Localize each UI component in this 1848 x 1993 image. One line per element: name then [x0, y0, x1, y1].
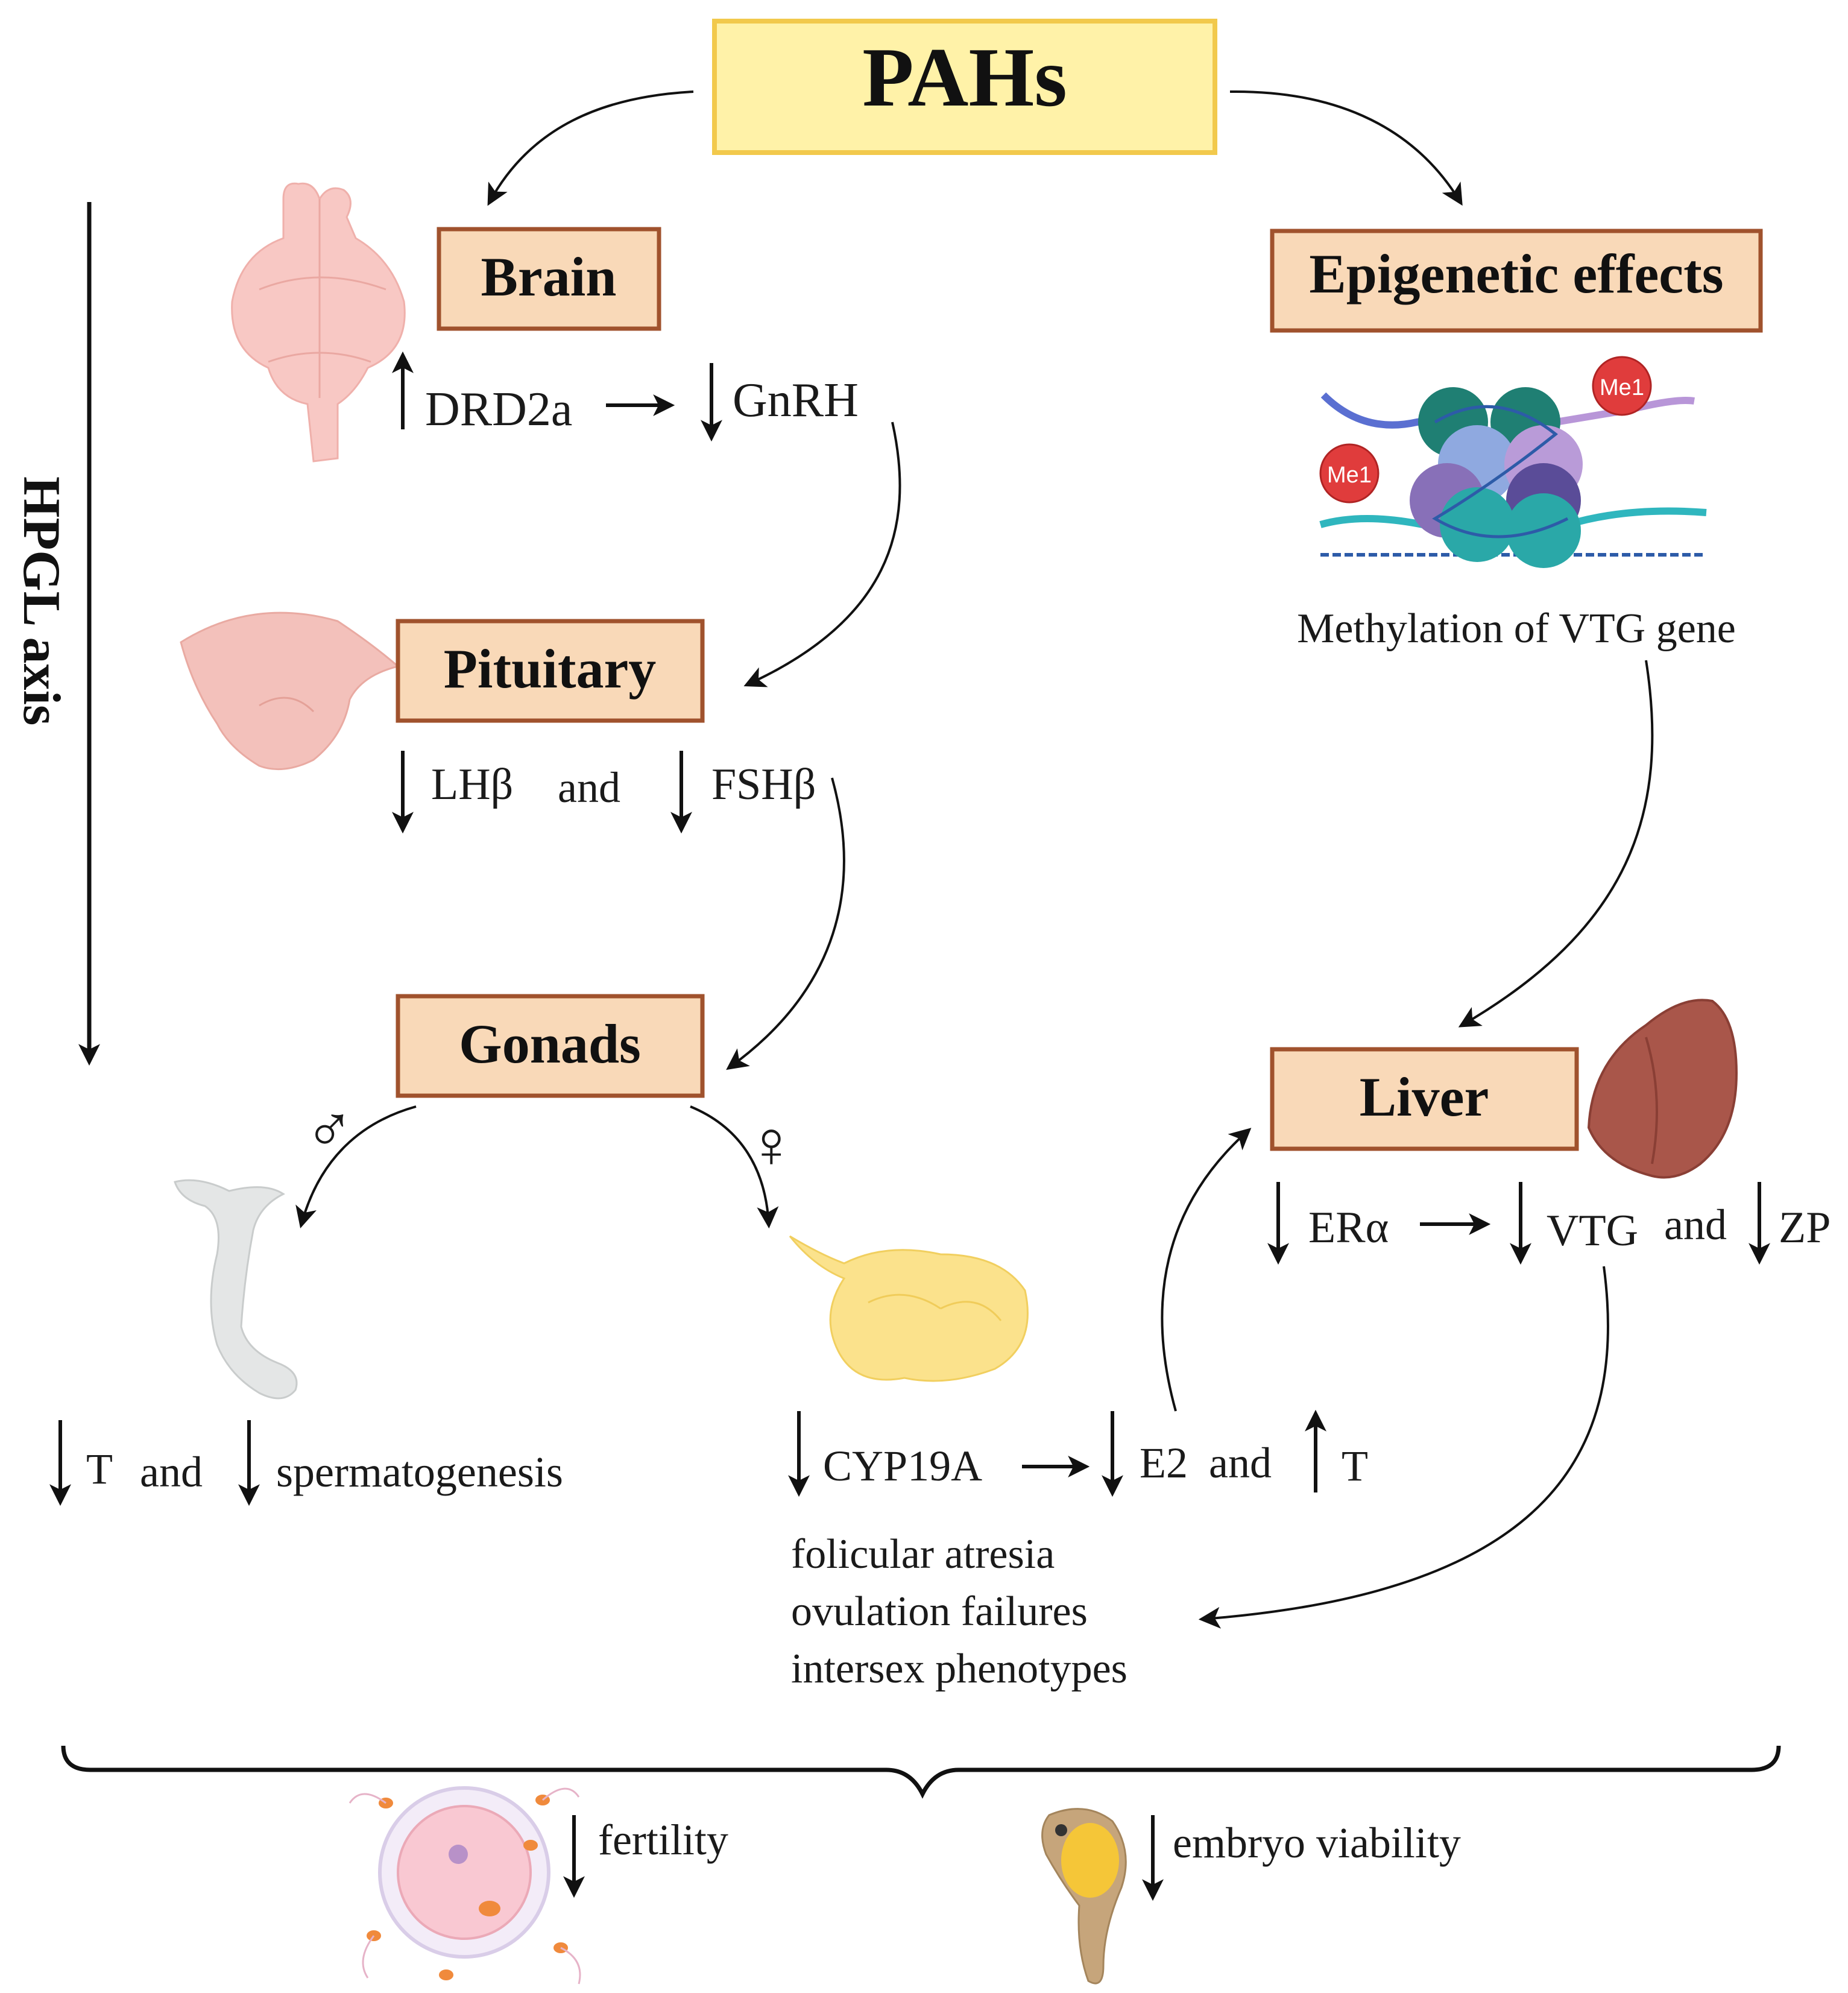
bottom-brace	[61, 1745, 1781, 1799]
brain-label: Brain	[481, 246, 617, 308]
liver-icon	[1587, 999, 1738, 1179]
methyl-tag-right: Me1	[1592, 356, 1652, 416]
female-and: and	[1209, 1439, 1272, 1487]
arrow-e2-liver	[1161, 1128, 1252, 1412]
brain-box: Brain	[437, 227, 661, 331]
epigenetic-box: Epigenetic effects	[1270, 229, 1763, 333]
e2-label: E2	[1140, 1439, 1188, 1487]
brain-icon	[231, 182, 406, 463]
effect-intersex-phenotypes: intersex phenotypes	[791, 1646, 1127, 1692]
gnrh-label: GnRH	[733, 374, 859, 427]
testis-icon	[174, 1179, 298, 1400]
vtg-label: VTG	[1547, 1206, 1638, 1255]
pituitary-and: and	[558, 763, 620, 812]
effect-folicular-atresia: folicular atresia	[791, 1531, 1055, 1578]
liver-and: and	[1664, 1201, 1727, 1249]
pahs-box: PAHs	[712, 19, 1217, 155]
cyp19a-label: CYP19A	[823, 1442, 982, 1490]
liver-label: Liver	[1360, 1066, 1489, 1128]
era-label: ERα	[1308, 1203, 1389, 1252]
spermatogenesis-label: spermatogenesis	[276, 1448, 563, 1496]
arrow-gonads-testis	[295, 1105, 417, 1228]
pituitary-icon	[180, 611, 400, 771]
gonads-label: Gonads	[459, 1013, 641, 1075]
drd2a-label: DRD2a	[425, 383, 572, 436]
female-t-label: T	[1342, 1442, 1368, 1490]
arrow-gonads-ovary	[690, 1105, 779, 1229]
arrow-epigenetic-liver	[1458, 660, 1654, 1028]
lh-label: LHβ	[431, 760, 513, 809]
pituitary-label: Pituitary	[444, 638, 657, 700]
nucleosome-icon	[1319, 387, 1707, 568]
gonads-box: Gonads	[396, 994, 705, 1098]
embryo-viability-label: embryo viability	[1173, 1819, 1461, 1867]
methyl-tag-left: Me1	[1319, 443, 1380, 504]
fertility-label: fertility	[598, 1816, 728, 1864]
female-symbol: ♀	[746, 1108, 796, 1181]
arrow-gnrh-pituitary	[743, 422, 901, 687]
pituitary-box: Pituitary	[396, 619, 705, 723]
methyl-tag-right-label: Me1	[1600, 375, 1644, 400]
egg-sperm-icon	[348, 1786, 581, 1985]
fsh-label: FSHβ	[711, 760, 816, 809]
liver-box: Liver	[1270, 1047, 1579, 1151]
effect-ovulation-failures: ovulation failures	[791, 1588, 1088, 1635]
arrow-pahs-epigenetic	[1229, 90, 1463, 206]
zp-label: ZP	[1779, 1203, 1831, 1252]
embryo-icon	[1041, 1808, 1127, 1985]
arrow-vtg-effects	[1198, 1266, 1609, 1629]
male-t-label: T	[86, 1445, 113, 1493]
epigenetic-label: Epigenetic effects	[1309, 243, 1723, 305]
epigenetic-caption: Methylation of VTG gene	[1297, 605, 1736, 652]
male-symbol: ♂	[304, 1093, 355, 1166]
arrow-pahs-brain	[487, 90, 694, 206]
methyl-tag-left-label: Me1	[1327, 463, 1372, 488]
arrow-fsh-gonads	[726, 777, 845, 1070]
male-and: and	[140, 1448, 203, 1496]
ovary-icon	[789, 1235, 1029, 1382]
hpgl-axis-label: HPGL axis	[12, 476, 71, 725]
pahs-label: PAHs	[862, 31, 1067, 124]
